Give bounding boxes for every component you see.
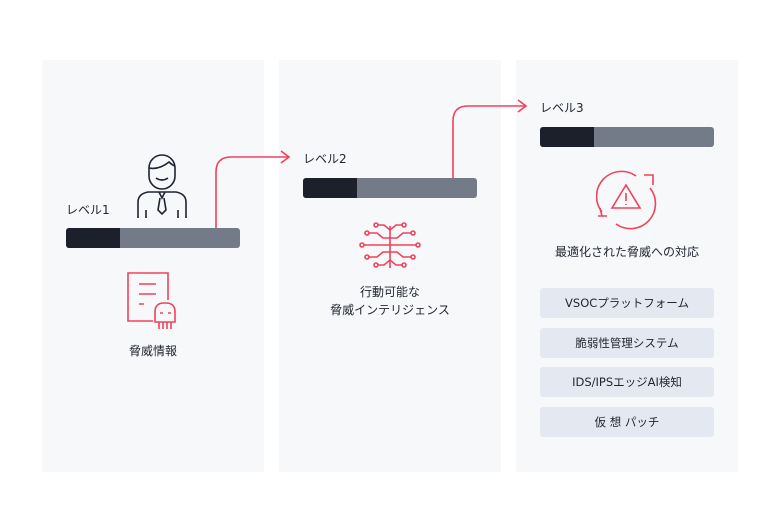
arrowhead-icon [517,99,528,113]
level1-progress-fill [66,228,120,248]
level3-caption: 最適化された脅威への対応 [554,245,699,259]
arrow-level1-to-level2 [215,156,288,228]
level2-caption-line1: 行動可能な [359,285,420,299]
level1-label: レベル1 [66,203,110,217]
document-skull-icon [127,272,176,329]
solution-virtual-patch[interactable]: 仮 想 パッチ [540,407,714,437]
solution-ids-ips-edge-ai[interactable]: IDS/IPSエッジAI検知 [540,367,714,397]
arrowhead-icon [280,150,291,164]
level2-caption: 行動可能な 脅威インテリジェンス [303,283,477,319]
level1-panel [42,60,264,472]
solution-vulnerability-management[interactable]: 脆弱性管理システム [540,328,714,358]
level3-label: レベル3 [540,101,584,115]
solution-vsoc-platform[interactable]: VSOCプラットフォーム [540,288,714,318]
level1-caption: 脅威情報 [128,344,177,358]
level3-progress-fill [540,127,594,147]
level2-progress-fill [303,178,357,198]
person-icon [137,154,187,218]
level2-progress-bar [303,178,477,198]
level2-label: レベル2 [303,152,347,166]
level3-progress-bar [540,127,714,147]
level2-caption-line2: 脅威インテリジェンス [330,303,450,317]
circuit-brain-icon [359,222,421,268]
refresh-warning-icon [596,170,657,230]
level1-progress-bar [66,228,240,248]
arrow-level2-to-level3 [452,105,525,178]
